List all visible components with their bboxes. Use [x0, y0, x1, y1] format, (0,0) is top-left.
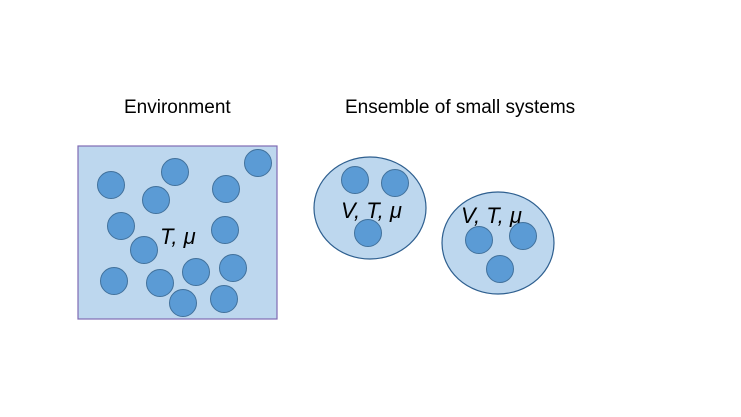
- environment-particle: [210, 285, 238, 313]
- environment-particle: [212, 175, 240, 203]
- environment-particle: [169, 289, 197, 317]
- system-particle: [509, 222, 537, 250]
- environment-particle: [146, 269, 174, 297]
- environment-variables: T, μ: [160, 224, 196, 249]
- environment-title: Environment: [124, 97, 231, 118]
- small-system-1: V, T, μ: [313, 156, 427, 260]
- environment-particle: [107, 212, 135, 240]
- environment-particle: [211, 216, 239, 244]
- system-particle: [341, 166, 369, 194]
- environment-particle: [142, 186, 170, 214]
- small-system-2: V, T, μ: [441, 191, 555, 295]
- environment-box: T, μ: [77, 145, 278, 320]
- environment-particle: [100, 267, 128, 295]
- ensemble-title: Ensemble of small systems: [345, 97, 575, 118]
- system-particle: [354, 219, 382, 247]
- small-system-variables: V, T, μ: [461, 203, 522, 228]
- environment-particle: [182, 258, 210, 286]
- system-particle: [465, 226, 493, 254]
- environment-particle: [219, 254, 247, 282]
- environment-particle: [97, 171, 125, 199]
- environment-particle: [244, 149, 272, 177]
- system-particle: [381, 169, 409, 197]
- small-system-boundary: [441, 191, 555, 295]
- system-particle: [486, 255, 514, 283]
- environment-particle: [161, 158, 189, 186]
- small-system-variables: V, T, μ: [341, 198, 402, 223]
- environment-particle: [130, 236, 158, 264]
